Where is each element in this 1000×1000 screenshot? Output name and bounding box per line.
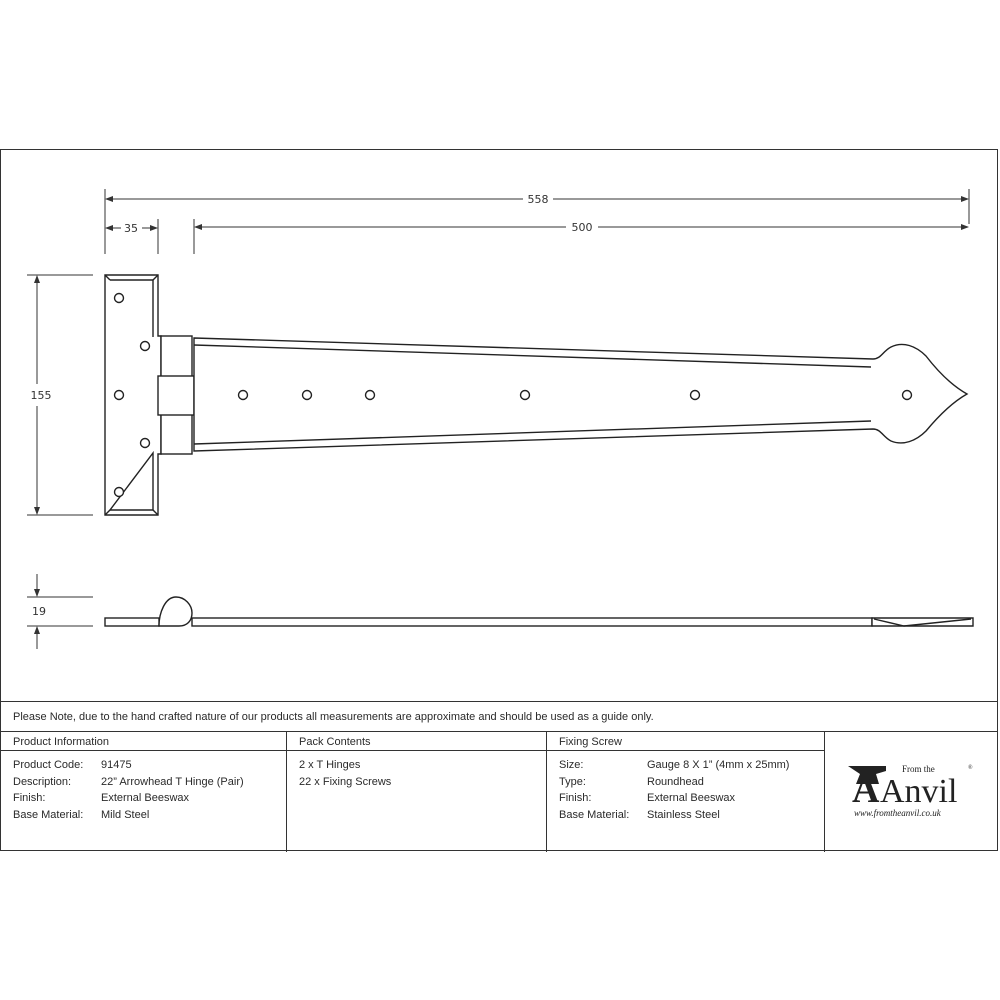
pack-contents-header: Pack Contents [287,732,546,751]
info-label: Product Code: [13,759,84,771]
info-label: Finish: [13,792,46,804]
pack-contents: Pack Contents 2 x T Hinges 22 x Fixing S… [287,732,547,852]
finish: External Beeswax [101,792,190,804]
dim-leaf-height: 155 [31,389,52,402]
screw-type: Roundhead [647,775,704,788]
screw-size: Gauge 8 X 1” (4mm x 25mm) [647,759,790,771]
svg-text:www.fromtheanvil.co.uk: www.fromtheanvil.co.uk [854,808,942,818]
screw-finish: External Beeswax [647,792,736,804]
svg-text:From the: From the [902,764,935,774]
base-material: Mild Steel [101,808,150,821]
svg-text:Anvil: Anvil [880,773,957,810]
svg-text:®: ® [968,764,973,771]
dim-thickness: 19 [32,605,46,618]
dim-leaf-width: 35 [124,222,138,235]
info-label: Description: [13,775,72,788]
screw-label: Size: [559,759,584,771]
info-label: Base Material: [13,808,84,821]
measurement-note: Please Note, due to the hand crafted nat… [1,701,997,731]
pack-item: 2 x T Hinges [299,759,361,771]
svg-text:A: A [852,769,880,811]
drawing-sheet: 558 500 35 155 19 Please Note, due to th… [0,149,998,852]
screw-label: Finish: [559,792,592,804]
screw-material: Stainless Steel [647,808,720,821]
anvil-icon [848,766,886,784]
product-code: 91475 [101,759,132,771]
fixing-screw: Fixing Screw Size: Gauge 8 X 1” (4mm x 25… [547,732,825,852]
logo-cell: A Anvil From the ® www.fromtheanvil.co.u… [825,732,997,852]
dim-overall-length: 558 [528,193,549,206]
product-info-header: Product Information [1,732,286,751]
dim-strap-length: 500 [572,221,593,234]
pack-item: 22 x Fixing Screws [299,775,392,788]
screw-label: Base Material: [559,808,630,821]
technical-drawing: 558 500 35 155 19 [27,189,974,649]
info-table: Product Information Product Code: 91475 D… [1,731,997,852]
from-the-anvil-logo: A Anvil From the ® www.fromtheanvil.co.u… [825,732,997,852]
screw-label: Type: [559,775,586,788]
fixing-screw-header: Fixing Screw [547,732,824,751]
description: 22” Arrowhead T Hinge (Pair) [101,775,244,788]
product-information: Product Information Product Code: 91475 D… [1,732,287,852]
